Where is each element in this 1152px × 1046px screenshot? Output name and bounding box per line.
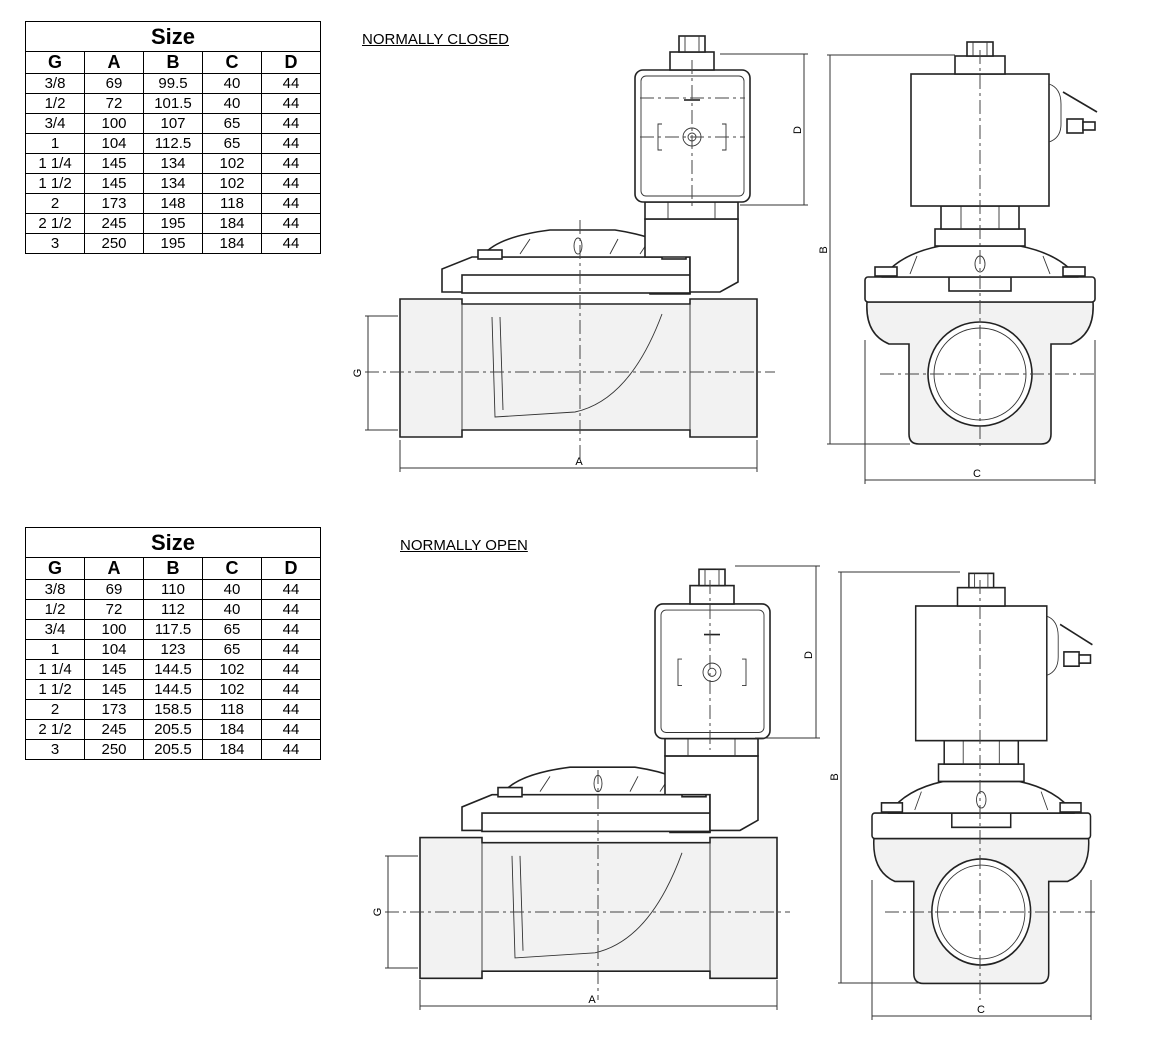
table-cell-a: 69 — [84, 579, 144, 600]
valve-end-view-normally-open — [838, 571, 1095, 1020]
dimension-label-b: B — [829, 773, 841, 780]
table-cell-g: 1/2 — [25, 93, 85, 114]
table-cell-a: 145 — [84, 153, 144, 174]
table-cell-c: 118 — [202, 193, 262, 214]
dimension-label-d: D — [792, 126, 804, 134]
table-cell-d: 44 — [261, 739, 321, 760]
table-cell-b: 110 — [143, 579, 203, 600]
table-cell-d: 44 — [261, 659, 321, 680]
table-cell-b: 205.5 — [143, 739, 203, 760]
table-cell-a: 250 — [84, 233, 144, 254]
table-cell-b: 144.5 — [143, 659, 203, 680]
table-cell-d: 44 — [261, 93, 321, 114]
dimension-label-g: G — [352, 369, 364, 378]
table-cell-c: 65 — [202, 133, 262, 154]
dimension-label-b: B — [818, 246, 830, 253]
table-cell-c: 184 — [202, 739, 262, 760]
column-header-g: G — [25, 51, 85, 74]
table-cell-a: 145 — [84, 679, 144, 700]
valve-side-view-normally-open — [385, 565, 820, 1010]
table-cell-a: 100 — [84, 619, 144, 640]
table-cell-c: 40 — [202, 73, 262, 94]
valve-end-view-normally-closed — [827, 41, 1098, 484]
table-header-row: G A B C D — [25, 51, 321, 74]
table-cell-d: 44 — [261, 233, 321, 254]
table-cell-d: 44 — [261, 719, 321, 740]
table-title: Size — [25, 21, 321, 52]
valve-side-view-normally-closed — [365, 35, 808, 472]
table-cell-b: 134 — [143, 173, 203, 194]
table-cell-a: 173 — [84, 699, 144, 720]
dimension-label-c: C — [977, 1004, 985, 1016]
table-cell-g: 1 1/2 — [25, 173, 85, 194]
dimension-label-a: A — [588, 994, 596, 1006]
caption-normally-open: NORMALLY OPEN — [400, 537, 528, 554]
table-cell-c: 184 — [202, 233, 262, 254]
dimension-label-d: D — [803, 651, 815, 659]
dimension-label-g: G — [372, 908, 384, 917]
table-cell-b: 205.5 — [143, 719, 203, 740]
table-cell-a: 69 — [84, 73, 144, 94]
table-cell-d: 44 — [261, 73, 321, 94]
table-cell-d: 44 — [261, 579, 321, 600]
table-cell-d: 44 — [261, 213, 321, 234]
table-cell-a: 145 — [84, 659, 144, 680]
caption-normally-closed: NORMALLY CLOSED — [362, 31, 509, 48]
table-cell-d: 44 — [261, 113, 321, 134]
dimension-label-a: A — [575, 456, 583, 468]
table-cell-b: 158.5 — [143, 699, 203, 720]
table-cell-a: 250 — [84, 739, 144, 760]
dimension-label-c: C — [973, 468, 981, 480]
table-cell-c: 40 — [202, 579, 262, 600]
table-cell-b: 112 — [143, 599, 203, 620]
